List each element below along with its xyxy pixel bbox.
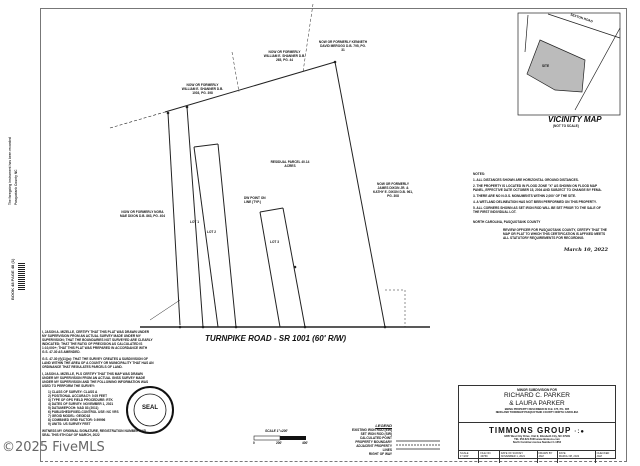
location: NEWLAND TOWNSHIP PASQUOTANK COUNTY NORTH… bbox=[495, 411, 579, 414]
title-heading: MINOR SUBDIVISION FOR bbox=[517, 388, 557, 392]
legend-item: PROPERTY BOUNDARY bbox=[355, 440, 392, 444]
note-item: 5. ALL CORNERS SHOWN AS SET IRON ROD WIL… bbox=[473, 206, 601, 214]
lot-label: LOT 1 bbox=[190, 220, 200, 224]
adjoiner-label: NOW OR FORMERLY NORA MAE DIXON D.B. 863,… bbox=[120, 210, 165, 218]
scale-label: SCALE 1"=200' bbox=[265, 429, 288, 433]
survey-info: 9) UNITS: US SURVEY FEET bbox=[48, 422, 91, 426]
survey-info: 7) GEOID MODEL: GEOID18 bbox=[48, 414, 91, 418]
cert-paragraph: I, JASON A. MIZELLE, CERTIFY THAT THIS P… bbox=[42, 330, 153, 354]
north-boundary bbox=[164, 61, 336, 113]
cert-paragraph: G.S. 47-30 (f)(11)(a): THAT THE SURVEY C… bbox=[42, 357, 154, 369]
east-boundary bbox=[334, 61, 386, 328]
legend-title: LEGEND bbox=[375, 423, 392, 428]
scale-bar bbox=[253, 435, 306, 441]
firm-address: 1805 West City Drive, Unit E, Elizabeth … bbox=[504, 435, 570, 438]
scale-tick: 200' bbox=[276, 441, 283, 445]
info-cell: FILE NO.49769 bbox=[479, 451, 500, 463]
lot-label: LOT 3 bbox=[270, 240, 280, 244]
survey-info: 4) DATES OF SURVEY: NOVEMBER 1, 2021 bbox=[48, 402, 114, 406]
scale-tick: 0 bbox=[253, 441, 255, 445]
survey-info: 5) DATUM/EPOCH: NAD 83 (2011) bbox=[48, 406, 99, 410]
survey-info: 8) COMBINED GRID FACTOR: 0.99996 bbox=[48, 418, 106, 422]
adjoiner-label: NOW OR FORMERLY JAMES DIXON JR. & KATHY … bbox=[373, 182, 413, 198]
residual-parcel-label: RESIDUAL PARCEL 40.14 ACRES bbox=[270, 160, 310, 168]
survey-info: 2) POSITIONAL ACCURACY: 0.05 FEET bbox=[48, 394, 108, 398]
firm-name: TIMMONS GROUP ·:● bbox=[459, 426, 615, 435]
legend-item: EXISTING IRON ROD (EIR) bbox=[351, 428, 392, 432]
watermark: ©2025 FiveMLS bbox=[2, 440, 105, 455]
cert-paragraph: I, JASON A. MIZELLE, PLS CERTIFY THAT TH… bbox=[42, 372, 149, 388]
firm-name-text: TIMMONS GROUP bbox=[488, 426, 572, 435]
adjoiner-label: NOW OR FORMERLY WILLIAM E. SHANNER D.B. … bbox=[263, 50, 306, 62]
plat-border bbox=[40, 8, 627, 462]
legend: LEGEND EXISTING IRON ROD (EIR) SET IRON … bbox=[350, 423, 392, 457]
lot-label: LOT 2 bbox=[207, 230, 217, 234]
lot-line bbox=[193, 143, 219, 148]
vicinity-map-subtitle: (NOT TO SCALE) bbox=[553, 124, 579, 128]
adjoiner-label: NOW OR FORMERLY KENNETH DAVID MEROGO D.B… bbox=[318, 40, 368, 52]
lot-line bbox=[217, 143, 237, 328]
lot-line bbox=[167, 112, 181, 326]
firm-phone: TEL 252.621.5030 www.timmons.com bbox=[514, 438, 560, 441]
road-label: TURNPIKE ROAD - SR 1001 (60' R/W) bbox=[205, 334, 347, 343]
drain-point-label: DW POINT ON LINE (TYP.) bbox=[244, 196, 266, 204]
legend-item: ADJACENT PROPERTY LINES bbox=[356, 444, 392, 452]
vicinity-site-label: SITE bbox=[542, 64, 550, 68]
witness-statement: WITNESS MY ORIGINAL SIGNATURE, REGISTRAT… bbox=[42, 429, 147, 437]
legend-item: SET IRON ROD (SIR) bbox=[360, 432, 392, 436]
notes-heading: NOTES: bbox=[473, 172, 486, 176]
notes-block: NOTES: 1. ALL DISTANCES SHOWN ARE HORIZO… bbox=[473, 172, 608, 253]
owner-name: RICHARD C. PARKER bbox=[504, 392, 570, 399]
legend-item: CALCULATED POINT bbox=[359, 436, 392, 440]
review-statement: REVIEW OFFICER FOR PASQUOTANK COUNTY, CE… bbox=[503, 228, 607, 240]
lot-line bbox=[193, 146, 219, 328]
survey-info: 1) CLASS OF SURVEY: CLASS A bbox=[48, 390, 98, 394]
lot-line bbox=[259, 207, 284, 213]
recorder-label: Pasquotank County NC bbox=[14, 169, 18, 205]
note-item: 3. THERE ARE NO N.G.S. MONUMENTS WITHIN … bbox=[473, 194, 577, 198]
firm-logo-icon: ·:● bbox=[574, 429, 586, 435]
certification-block: I, JASON A. MIZELLE, CERTIFY THAT THIS P… bbox=[42, 330, 154, 437]
deed-reference: BEING PROPERTY DESCRIBED IN D.B. 475, PG… bbox=[504, 408, 570, 411]
adjoiner-label: NOW OR FORMERLY WILLIAM E. SHANNER D.B. … bbox=[181, 83, 224, 95]
scale-tick: 400' bbox=[302, 441, 309, 445]
owner-name: & LAURA PARKER bbox=[509, 400, 565, 407]
survey-info: 3) TYPE OF GPS FIELD PROCEDURE: RTK bbox=[48, 398, 113, 402]
firm-license: North Carolina License Number C-1652 bbox=[512, 441, 562, 444]
vicinity-map bbox=[517, 12, 621, 116]
survey-info: 6) PUBLISHED/FIXED-CONTROL USE: NC VRS bbox=[48, 410, 119, 414]
lot-line bbox=[186, 106, 204, 328]
lot-line bbox=[259, 211, 281, 328]
legend-item: RIGHT OF WAY bbox=[368, 452, 392, 456]
title-block: MINOR SUBDIVISION FOR RICHARD C. PARKER … bbox=[458, 385, 616, 463]
note-item: 2. THE PROPERTY IS LOCATED IN FLOOD ZONE… bbox=[473, 184, 602, 192]
review-date: March 10, 2022 bbox=[563, 247, 608, 253]
book-page-label: BOOK 48 PAGE 48 (1) bbox=[10, 258, 15, 300]
recording-stamp: The foregoing instrument has been record… bbox=[8, 137, 12, 205]
county-heading: NORTH CAROLINA, PASQUOTANK COUNTY bbox=[473, 220, 541, 224]
note-item: 1. ALL DISTANCES SHOWN ARE HORIZONTAL GR… bbox=[473, 178, 579, 182]
note-item: 4. A WETLAND DELINEATION HAS NOT BEEN PE… bbox=[473, 200, 597, 204]
vicinity-map-title: VICINITY MAP bbox=[548, 115, 602, 124]
north-boundary-extension bbox=[109, 111, 166, 129]
surveyor-seal bbox=[126, 386, 174, 434]
barcode bbox=[18, 262, 25, 290]
seal-label: SEAL bbox=[142, 405, 159, 411]
